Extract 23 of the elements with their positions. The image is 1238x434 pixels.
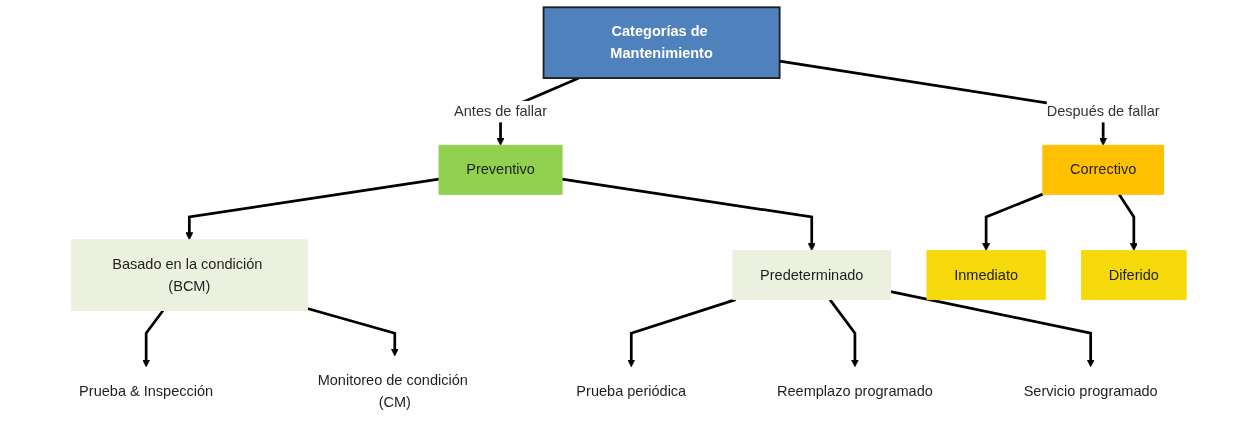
node-box: Inmediato xyxy=(926,250,1046,301)
arrow xyxy=(307,307,399,357)
node-box: Preventivo xyxy=(438,144,563,195)
arrow xyxy=(561,177,816,251)
arrow xyxy=(1117,193,1138,251)
arrow xyxy=(982,192,1044,251)
arrow xyxy=(890,290,1095,368)
node-text: Servicio programado xyxy=(1023,383,1158,399)
node-text: Prueba & Inspección xyxy=(79,383,214,399)
node-box: Diferido xyxy=(1081,250,1187,301)
arrow xyxy=(828,298,859,368)
arrow xyxy=(185,177,440,241)
node-box: Categorías de Mantenimiento xyxy=(542,6,781,79)
node-box: Correctivo xyxy=(1042,144,1164,195)
node-text: Reemplazo programado xyxy=(777,383,933,399)
arrow xyxy=(142,309,165,368)
node-text: Prueba periódica xyxy=(576,383,687,399)
node-text: Monitoreo de condición (CM) xyxy=(317,372,468,410)
edge-label: Después de fallar xyxy=(1046,103,1160,119)
node-box: Predeterminado xyxy=(732,250,892,301)
edge-label: Antes de fallar xyxy=(454,103,547,119)
node-box: Basado en la condición (BCM) xyxy=(70,239,308,311)
arrow xyxy=(627,298,737,368)
